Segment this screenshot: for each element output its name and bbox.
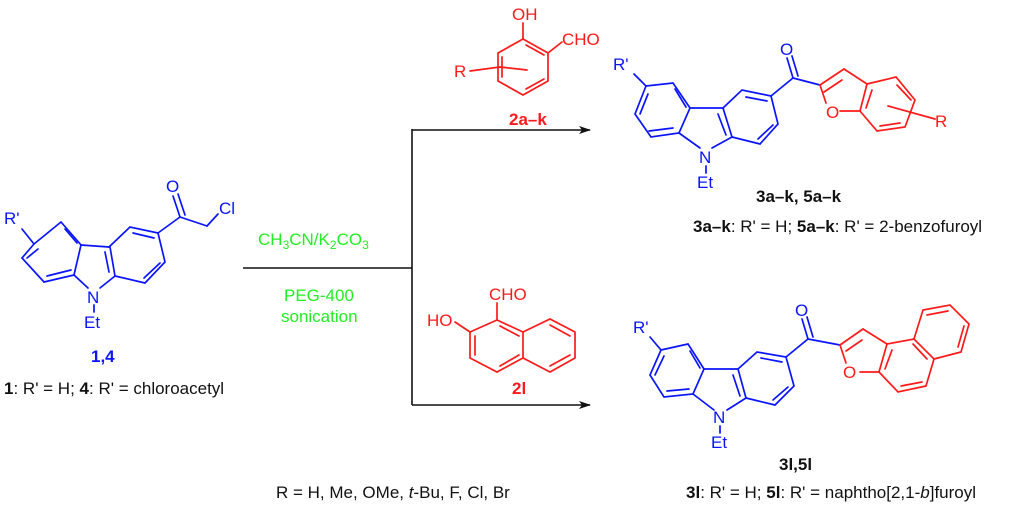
product-top-r: R <box>935 112 947 131</box>
aldehyde-label: CHO <box>562 30 600 49</box>
r-prime-bond <box>21 228 35 245</box>
carbonyl-oxygen-label: O <box>166 177 179 196</box>
product-bottom-furan-o: O <box>843 363 856 382</box>
starting-material-legend: 1: R' = H; 4: R' = chloroacetyl <box>4 379 224 398</box>
reaction-arrows <box>243 126 591 409</box>
product-top-structure <box>633 55 936 174</box>
product-top-legend: 3a–k: R' = H; 5a–k: R' = 2-benzofuroyl <box>693 217 982 236</box>
product-bottom-ethyl: Et <box>711 433 727 452</box>
hydroxyl-label-2l: HO <box>427 311 453 330</box>
conditions-method: sonication <box>281 307 358 326</box>
product-bottom-legend: 3l: R' = H; 5l: R' = naphtho[2,1-b]furoy… <box>686 483 976 502</box>
carbazole-right-ring <box>108 226 166 284</box>
ethyl-label: Et <box>84 313 100 332</box>
product-top-ethyl: Et <box>697 173 713 192</box>
hydroxynaphthaldehyde-structure <box>454 302 576 373</box>
substituent-r-label: R <box>454 62 466 81</box>
compound-label-1-4: 1,4 <box>91 347 115 366</box>
salicylaldehyde-structure <box>469 22 563 96</box>
hydroxyl-label: OH <box>512 5 538 24</box>
conditions-medium: PEG-400 <box>284 286 354 305</box>
product-bottom-carbazole <box>649 336 795 434</box>
conditions-solvent-base: CH3CN/K2CO3 <box>258 230 369 252</box>
starting-material-structure <box>20 193 219 313</box>
chlorine-label: Cl <box>219 199 235 218</box>
compound-label-2a-k: 2a–k <box>509 110 547 129</box>
product-top-furan-o: O <box>826 103 839 122</box>
compound-label-3l-5l: 3l,5l <box>779 455 812 474</box>
aldehyde-label-2l: CHO <box>489 285 527 304</box>
product-top-r-prime: R' <box>613 55 629 74</box>
nitrogen-label: N <box>87 288 99 307</box>
product-top-carbazole <box>633 73 779 174</box>
compound-label-2l: 2l <box>512 379 526 398</box>
product-bottom-nitrogen: N <box>713 408 725 427</box>
product-bottom-r-prime: R' <box>633 318 649 337</box>
ketone-bond <box>157 216 181 234</box>
product-bottom-structure <box>649 304 970 434</box>
carbazole-left-ring <box>20 220 82 283</box>
product-top-carbonyl-o: O <box>780 40 793 59</box>
compound-label-3a-k-5a-k: 3a–k, 5a–k <box>756 187 842 206</box>
substituent-list: R = H, Me, OMe, t-Bu, F, Cl, Br <box>276 483 510 502</box>
carbazole-pyrrole-ring <box>73 244 116 289</box>
product-bottom-carbonyl-o: O <box>795 301 808 320</box>
benzofuran-ring <box>819 68 936 132</box>
naphthofuran-ring <box>839 304 970 393</box>
r-prime-label: R' <box>4 209 20 228</box>
product-top-nitrogen: N <box>699 148 711 167</box>
